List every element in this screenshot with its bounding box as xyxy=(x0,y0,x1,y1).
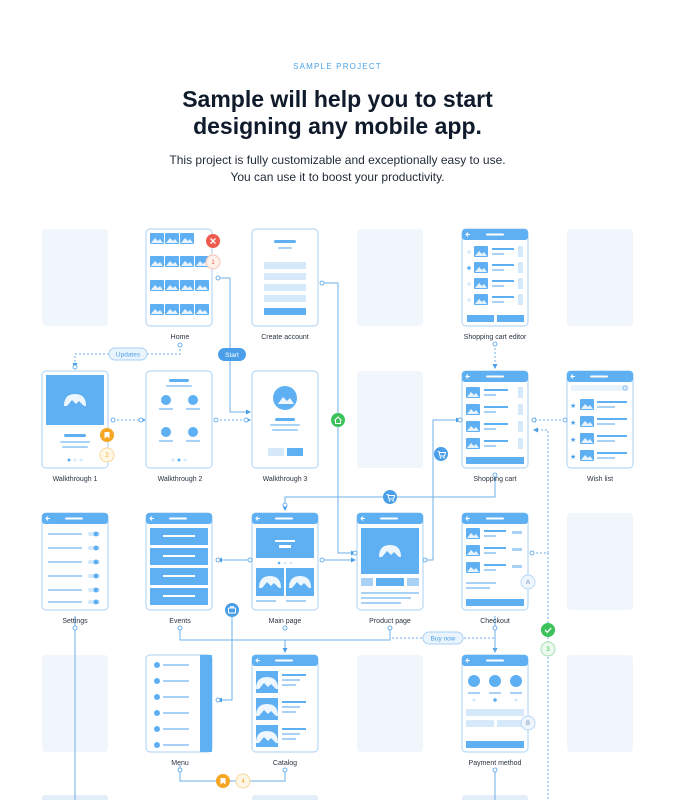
pill-start-label: Start xyxy=(225,352,239,359)
label-menu: Menu xyxy=(171,760,189,767)
pill-start[interactable]: Start xyxy=(218,348,246,361)
placeholder-screens xyxy=(42,229,633,800)
pill-updates[interactable]: Updates xyxy=(108,347,148,361)
step-badge: 1 xyxy=(205,254,221,270)
page-subtitle: This project is fully customizable and e… xyxy=(0,152,675,186)
placeholder-screen xyxy=(42,229,108,326)
step-badge: 3 xyxy=(540,641,556,657)
pill-buy-now[interactable]: Buy now xyxy=(422,631,464,645)
letter-badge: B xyxy=(520,715,536,731)
label-product-page: Product page xyxy=(369,618,411,625)
screen-checkout[interactable] xyxy=(461,512,529,611)
label-shopping-cart: Shopping cart xyxy=(473,476,516,483)
screen-walkthrough-3[interactable] xyxy=(251,370,319,469)
page-title: Sample will help you to start designing … xyxy=(0,86,675,140)
home-icon[interactable] xyxy=(331,413,345,427)
label-wish-list: Wish list xyxy=(587,476,613,483)
screen-catalog[interactable] xyxy=(251,654,319,753)
label-walkthrough-2: Walkthrough 2 xyxy=(158,476,203,483)
svg-text:★: ★ xyxy=(570,419,576,427)
connectors xyxy=(72,277,565,800)
screen-events[interactable] xyxy=(145,512,213,611)
screen-walkthrough-2[interactable] xyxy=(145,370,213,469)
placeholder-screen xyxy=(567,229,633,326)
svg-text:★: ★ xyxy=(570,402,576,410)
step-badge-label: 1 xyxy=(211,260,215,266)
placeholder-screen xyxy=(567,513,633,610)
screen-settings[interactable] xyxy=(41,512,109,611)
screen-main-page[interactable] xyxy=(251,512,319,611)
label-walkthrough-1: Walkthrough 1 xyxy=(53,476,98,483)
label-shopping-cart-editor: Shopping cart editor xyxy=(464,334,527,341)
letter-badge-label: A xyxy=(526,580,530,586)
cart-icon[interactable] xyxy=(383,490,397,504)
label-main-page: Main page xyxy=(269,618,302,625)
label-settings: Settings xyxy=(62,618,88,625)
screen-shopping-cart-editor[interactable] xyxy=(461,228,529,327)
cart-icon[interactable] xyxy=(434,447,448,461)
screen-menu[interactable] xyxy=(145,654,213,753)
label-payment-method: Payment method xyxy=(469,760,522,767)
title-line-2: designing any mobile app. xyxy=(193,113,482,139)
placeholder-screen xyxy=(357,371,423,468)
subtitle-line-2: You can use it to boost your productivit… xyxy=(230,170,445,184)
placeholder-screen xyxy=(252,795,318,800)
bookmark-icon[interactable] xyxy=(100,428,114,442)
placeholder-screen xyxy=(357,655,423,752)
label-create-account: Create account xyxy=(261,334,309,341)
pill-buy-now-label: Buy now xyxy=(431,636,456,643)
screen-payment-method[interactable] xyxy=(461,654,529,753)
connection-dots xyxy=(72,275,568,773)
placeholder-screen xyxy=(357,229,423,326)
screen-create-account[interactable] xyxy=(251,228,319,327)
briefcase-icon[interactable] xyxy=(225,603,239,617)
label-home: Home xyxy=(171,334,190,341)
label-checkout: Checkout xyxy=(480,618,510,625)
pill-updates-label: Updates xyxy=(116,352,141,359)
label-catalog: Catalog xyxy=(273,760,297,767)
letter-badge: A xyxy=(520,574,536,590)
screen-wish-list[interactable]: ★ ★ ★ ★ xyxy=(566,370,634,469)
bookmark-icon[interactable] xyxy=(216,774,230,788)
svg-text:★: ★ xyxy=(570,453,576,461)
screen-home[interactable] xyxy=(145,228,213,327)
label-events: Events xyxy=(169,618,191,625)
subtitle-line-1: This project is fully customizable and e… xyxy=(169,153,506,167)
title-line-1: Sample will help you to start xyxy=(182,86,493,112)
screen-shopping-cart[interactable] xyxy=(461,370,529,469)
step-badge: 4 xyxy=(235,773,251,789)
step-badge-label: 2 xyxy=(105,453,109,459)
section-eyebrow: SAMPLE PROJECT xyxy=(293,62,382,71)
letter-badge-label: B xyxy=(526,721,530,727)
close-icon[interactable] xyxy=(206,234,220,248)
screen-walkthrough-1[interactable] xyxy=(41,370,109,469)
step-badge-label: 3 xyxy=(546,647,550,653)
step-badge: 2 xyxy=(99,447,115,463)
label-walkthrough-3: Walkthrough 3 xyxy=(263,476,308,483)
step-badge-label: 4 xyxy=(241,779,245,785)
screen-product-page[interactable] xyxy=(356,512,424,611)
svg-text:★: ★ xyxy=(570,436,576,444)
check-icon[interactable] xyxy=(541,623,555,637)
placeholder-screen xyxy=(567,655,633,752)
